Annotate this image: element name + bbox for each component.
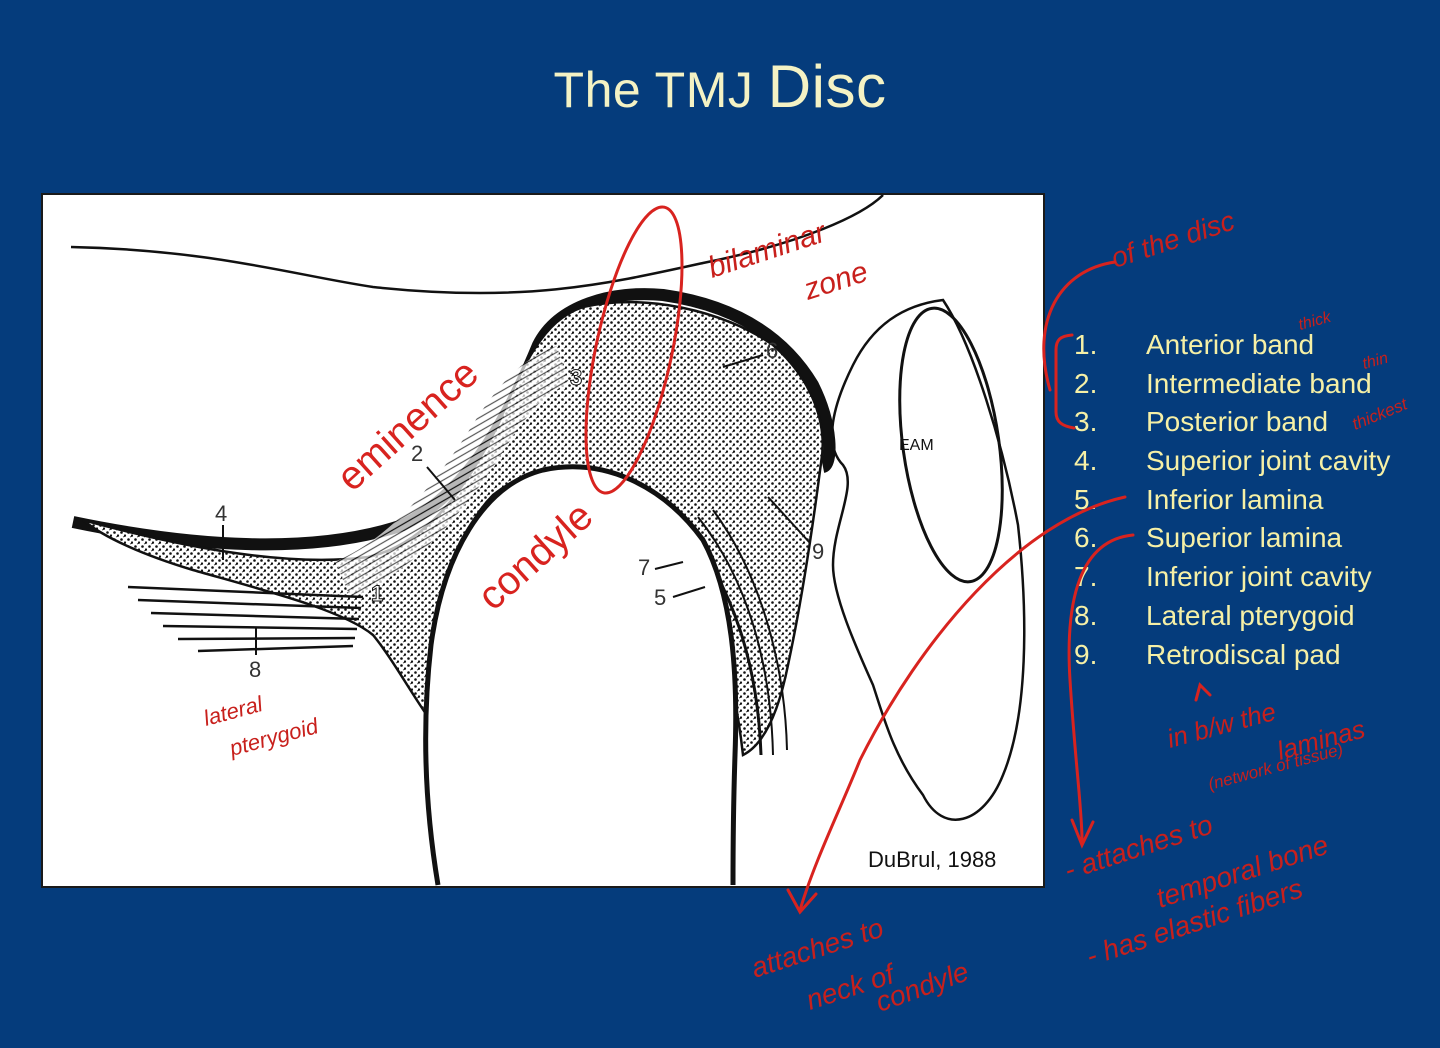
lateral-pterygoid-fibers <box>127 585 364 653</box>
slide-title: The TMJ Disc <box>0 52 1440 121</box>
callout-7: 7 <box>638 555 650 580</box>
tmj-drawing: EAM 2 3 4 6 7 5 9 8 1 DuBrul, 1988 <box>70 194 1026 886</box>
legend-item-label: Superior lamina <box>1146 522 1343 554</box>
legend-item-label: Lateral pterygoid <box>1146 599 1355 631</box>
legend-item: 8. Lateral pterygoid <box>1074 597 1390 636</box>
legend-item-label: Superior joint cavity <box>1146 445 1391 477</box>
disc-arrow <box>1042 260 1117 392</box>
legend-item: 9. Retrodiscal pad <box>1074 636 1390 675</box>
callout-6: 6 <box>766 338 778 363</box>
annotation-condyle: condyle <box>470 494 602 619</box>
mandibular-condyle <box>423 464 739 886</box>
eam-canal <box>898 306 1004 584</box>
callout-4: 4 <box>215 501 227 526</box>
callout-5: 5 <box>654 585 666 610</box>
disc-fibers <box>334 346 571 599</box>
callout-2: 2 <box>411 441 423 466</box>
annotation-of-the-disc: of the disc <box>1107 205 1238 274</box>
bands-bracket <box>1054 333 1076 430</box>
annotation-lateral: lateral <box>201 691 266 731</box>
annotation-zone: zone <box>799 255 872 307</box>
legend-item: 7. Inferior joint cavity <box>1074 558 1390 597</box>
bilaminar-circle <box>584 205 684 495</box>
legend-item-number: 9. <box>1074 638 1098 670</box>
legend-item: 4. Superior joint cavity <box>1074 442 1390 481</box>
legend-item-label: Inferior lamina <box>1146 483 1324 515</box>
callout-leaders <box>222 354 811 655</box>
legend-item-number: 2. <box>1074 367 1098 399</box>
legend-list: 1. Anterior band 2. Intermediate band 3. Po… <box>1074 326 1390 674</box>
superior-lamina-arrow <box>1067 533 1135 842</box>
inferior-lamina-arrow <box>798 495 1127 912</box>
legend-item-label: Retrodiscal pad <box>1146 638 1341 670</box>
legend-item-label: Posterior band <box>1146 406 1329 438</box>
tmj-diagram-figure: EAM 2 3 4 6 7 5 9 8 1 DuBrul, 1988 <box>41 193 1045 888</box>
legend-item-number: 1. <box>1074 329 1098 360</box>
callout-8: 8 <box>249 657 261 682</box>
figure-credit: DuBrul, 1988 <box>868 847 996 872</box>
annotation-network: (network of tissue) <box>1206 740 1345 794</box>
annotation-eminence: eminence <box>329 351 487 500</box>
legend-item-number: 6. <box>1074 522 1098 554</box>
legend-item-number: 3. <box>1074 406 1098 438</box>
callout-9: 9 <box>812 539 824 564</box>
legend-item: 6. Superior lamina <box>1074 519 1390 558</box>
annotation-thick: thick <box>1297 309 1334 334</box>
callout-numbers: 2 3 4 6 7 5 9 8 1 <box>215 338 824 682</box>
legend-item: 2. Intermediate band <box>1074 365 1390 404</box>
title-prefix: The TMJ <box>553 62 754 118</box>
eam-label: EAM <box>899 437 934 454</box>
legend-item-label: Anterior band <box>1146 329 1315 360</box>
retrodiscal-arrow <box>1194 682 1212 702</box>
legend-item: 3. Posterior band <box>1074 403 1390 442</box>
skull-outline <box>70 194 884 295</box>
legend-item-number: 8. <box>1074 599 1098 631</box>
callout-3: 3 <box>570 365 582 390</box>
annotation-thin: thin <box>1361 350 1390 373</box>
legend-item-number: 4. <box>1074 445 1098 477</box>
annotation-thickest: thickest <box>1349 394 1411 434</box>
legend-item-label: Inferior joint cavity <box>1146 561 1372 593</box>
legend-item-label: Intermediate band <box>1146 367 1372 399</box>
annotation-in-bw: in b/w the <box>1164 696 1279 754</box>
title-suffix: Disc <box>767 53 887 120</box>
callout-1: 1 <box>371 581 383 606</box>
legend-item: 1. Anterior band <box>1074 326 1390 365</box>
legend-item-number: 7. <box>1074 561 1098 593</box>
